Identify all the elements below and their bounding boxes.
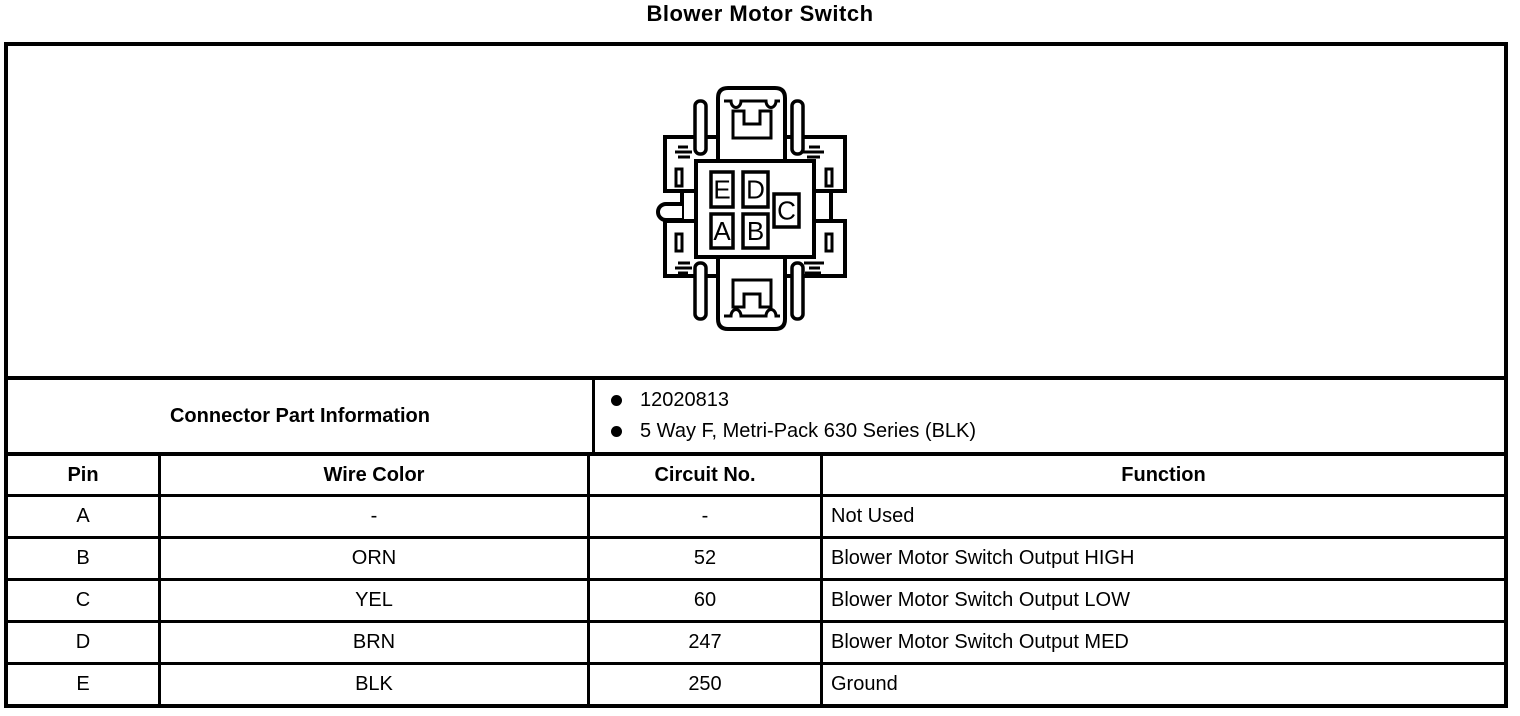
part-series: 5 Way F, Metri-Pack 630 Series (BLK)	[640, 420, 977, 442]
circuit-cell: -	[590, 497, 823, 536]
connector-hatch-marks	[675, 145, 824, 275]
connector-left-hook	[656, 202, 682, 222]
header-circuit: Circuit No.	[590, 456, 823, 494]
circuit-cell: 250	[590, 665, 823, 704]
circuit-cell: 52	[590, 539, 823, 578]
wire-cell: BLK	[161, 665, 590, 704]
header-wire: Wire Color	[161, 456, 590, 494]
connector-diagram-section: E D A B C	[8, 46, 1504, 376]
part-info-row: Connector Part Information 12020813 5 Wa…	[8, 376, 1504, 452]
function-cell: Not Used	[831, 505, 915, 527]
function-cell: Blower Motor Switch Output LOW	[831, 589, 1130, 611]
wire-cell: BRN	[161, 623, 590, 662]
part-series-line: 5 Way F, Metri-Pack 630 Series (BLK)	[611, 420, 1504, 443]
connector-latch-slots	[674, 167, 834, 253]
pin-label-e: E	[713, 175, 730, 205]
function-cell: Blower Motor Switch Output HIGH	[831, 547, 1135, 569]
pin-cell: A	[8, 497, 161, 536]
part-info-label: Connector Part Information	[8, 380, 595, 452]
connector-prongs	[693, 99, 805, 321]
table-row: C YEL 60 Blower Motor Switch Output LOW	[8, 578, 1504, 620]
table-row: A - - Not Used	[8, 494, 1504, 536]
part-number-line: 12020813	[611, 389, 1504, 412]
function-cell: Blower Motor Switch Output MED	[831, 631, 1129, 653]
function-cell: Ground	[831, 673, 898, 695]
wire-cell: YEL	[161, 581, 590, 620]
table-row: D BRN 247 Blower Motor Switch Output MED	[8, 620, 1504, 662]
wire-cell: -	[161, 497, 590, 536]
pin-label-b: B	[747, 216, 764, 246]
pin-label-c: C	[777, 196, 796, 226]
connector-bottom-tab	[716, 257, 787, 331]
connector-diagram-svg: E D A B C	[656, 86, 847, 331]
pin-table-header: Pin Wire Color Circuit No. Function	[8, 452, 1504, 494]
wire-cell: ORN	[161, 539, 590, 578]
connector-pin-cavities: E D A B C	[709, 170, 801, 250]
pin-cell: B	[8, 539, 161, 578]
header-pin: Pin	[8, 456, 161, 494]
table-row: B ORN 52 Blower Motor Switch Output HIGH	[8, 536, 1504, 578]
bullet-icon	[611, 395, 622, 406]
header-function: Function	[1121, 463, 1206, 486]
pin-cell: D	[8, 623, 161, 662]
content-box: E D A B C Connector Part Information 120…	[4, 42, 1508, 708]
page-title: Blower Motor Switch	[646, 1, 874, 26]
pin-label-a: A	[713, 216, 731, 246]
pin-cell: C	[8, 581, 161, 620]
bullet-icon	[611, 426, 622, 437]
table-row: E BLK 250 Ground	[8, 662, 1504, 704]
pin-cell: E	[8, 665, 161, 704]
part-info-details: 12020813 5 Way F, Metri-Pack 630 Series …	[595, 380, 1504, 452]
circuit-cell: 60	[590, 581, 823, 620]
circuit-cell: 247	[590, 623, 823, 662]
pin-label-d: D	[746, 175, 765, 205]
part-number: 12020813	[640, 389, 729, 411]
connector-top-tab	[716, 86, 787, 161]
